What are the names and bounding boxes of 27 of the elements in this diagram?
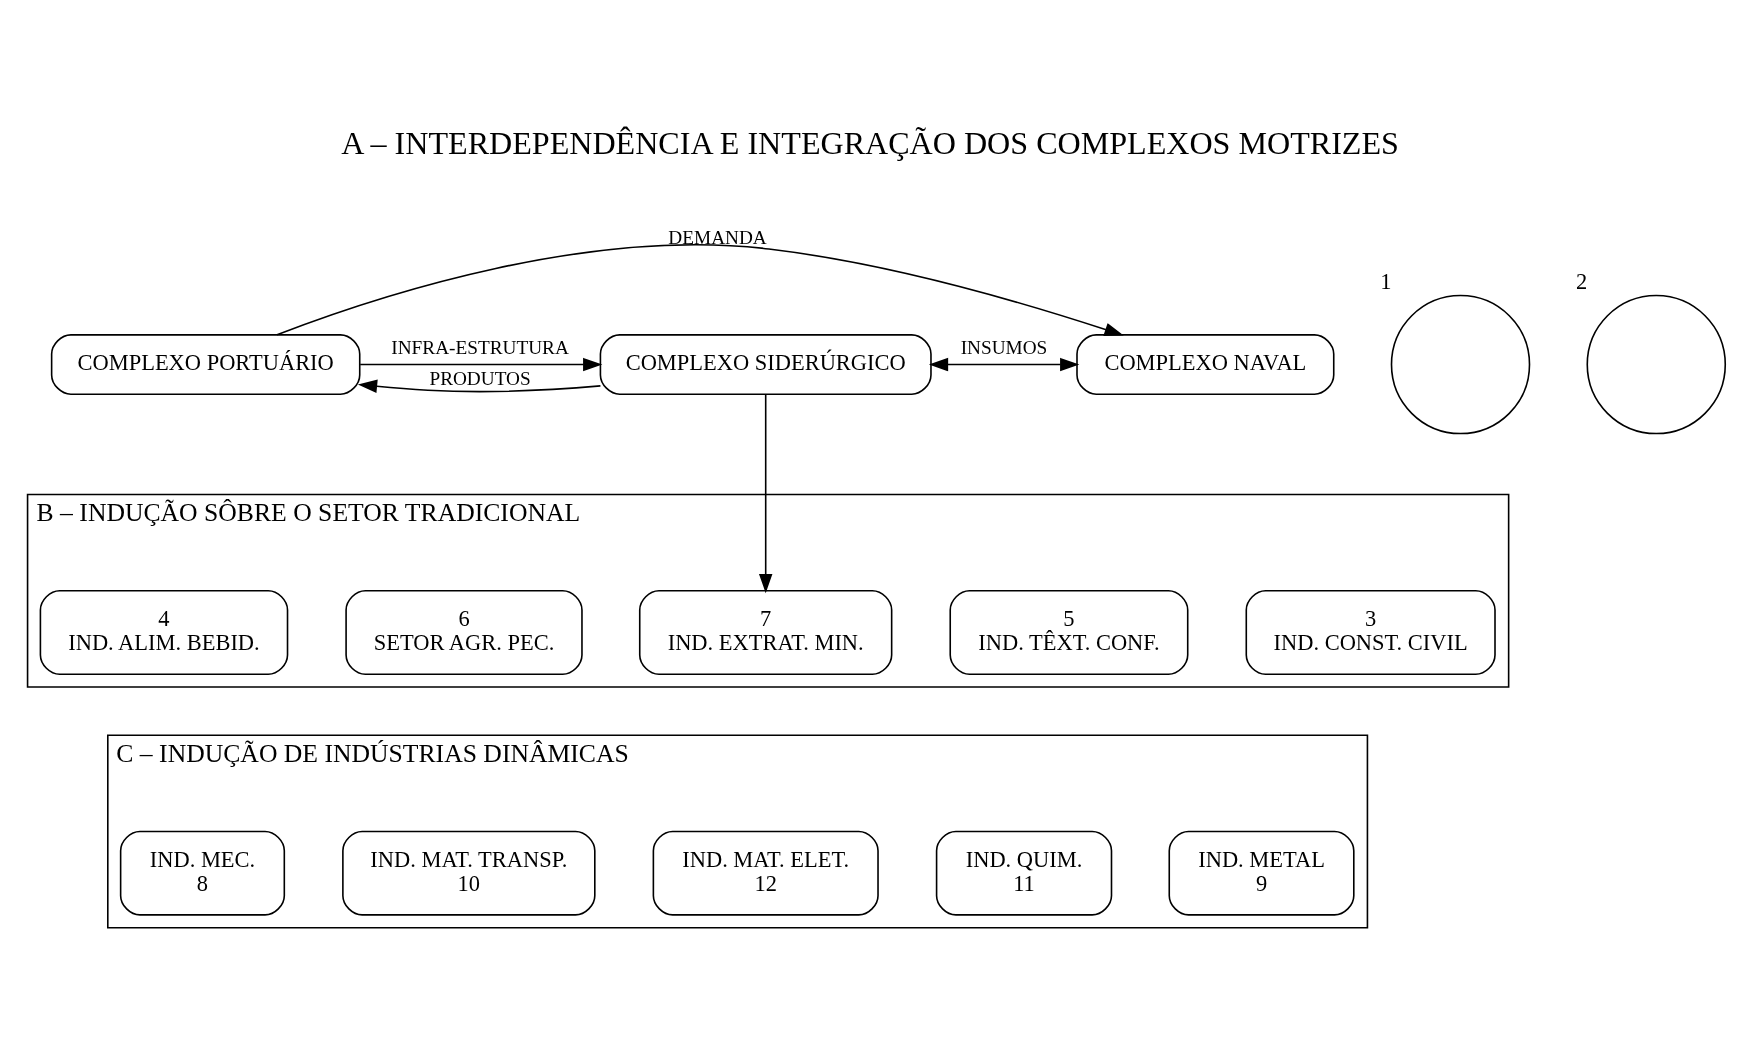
node-box: IND. MAT. ELET. 12 [652, 830, 879, 916]
edge-label: INSUMOS [960, 337, 1048, 359]
node-box: IND. METAL 9 [1168, 830, 1355, 916]
node-box: 4 IND. ALIM. BEBID. [39, 589, 289, 675]
node-box: 6 SETOR AGR. PEC. [345, 589, 583, 675]
arrow [359, 357, 603, 372]
arrow [928, 357, 1080, 372]
arrow [758, 393, 773, 594]
arrow [276, 244, 1124, 336]
diagram-title: A – INTERDEPENDÊNCIA E INTEGRAÇÃO DOS COMPLEXOS MOTRIZES [341, 124, 1399, 161]
node-box: 5 IND. TÊXT. CONF. [949, 589, 1189, 675]
node-box: IND. MAT. TRANSP. 10 [342, 830, 596, 916]
edge-label: DEMANDA [668, 226, 767, 248]
edge-label: PRODUTOS [429, 367, 531, 389]
node-box: COMPLEXO NAVAL [1076, 334, 1335, 395]
node-box: IND. MEC. 8 [119, 830, 286, 916]
node-box: COMPLEXO PORTUÁRIO [50, 334, 361, 395]
node-circle [1390, 294, 1531, 435]
node-box: 7 IND. EXTRAT. MIN. [638, 589, 893, 675]
node-box: 3 IND. CONST. CIVIL [1245, 589, 1496, 675]
node-box: IND. QUIM. 11 [935, 830, 1113, 916]
edge-label: INFRA-ESTRUTURA [391, 337, 569, 359]
node-box: COMPLEXO SIDERÚRGICO [599, 334, 932, 395]
node-label: 1 [1380, 269, 1392, 295]
node-label: 2 [1576, 269, 1588, 295]
node-circle [1586, 294, 1727, 435]
arrow [357, 379, 602, 394]
